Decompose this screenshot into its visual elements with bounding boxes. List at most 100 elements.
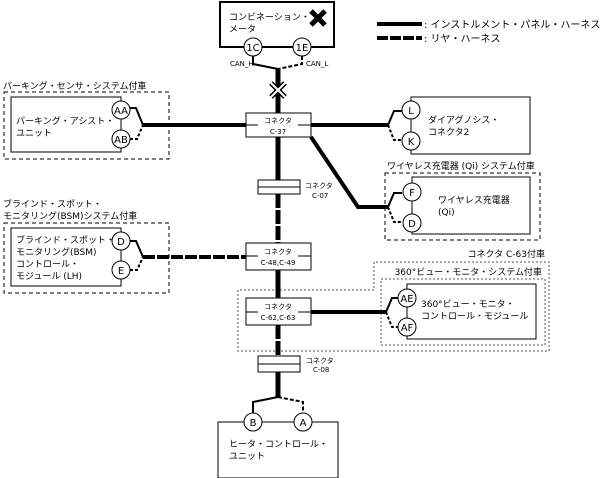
c63-group-border [237, 261, 550, 352]
parking-pin-aa [111, 100, 131, 120]
wire-heater-b [252, 396, 279, 414]
avm-pin-af-label: AF [401, 323, 414, 334]
combination-meter: コンビネーション・ メータ 1C 1E CAN_H CAN_L [219, 1, 335, 68]
c37-title: コネクタ [264, 116, 292, 125]
c62-title: コネクタ [264, 302, 292, 311]
parking-sensor-group: パーキング・センサ・システム付車 パーキング・アシスト・ ユニット AA AB [3, 80, 170, 160]
bsm-unit-box [10, 227, 122, 287]
wire-c37-to-wireless [309, 135, 388, 209]
parking-group-label: パーキング・センサ・システム付車 [3, 80, 146, 92]
connector-c48-c49: コネクタ C-48,C-49 [245, 242, 312, 271]
avm-unit-line2: コントロール・モジュール [421, 312, 528, 322]
wire-diag-k [387, 124, 402, 141]
avm-pin-ae-label: AE [400, 294, 413, 305]
wireless-group-border [384, 172, 541, 241]
wireless-charger-group: ワイヤレス充電器 (Qi) システム付車 ワイヤレス充電器 (Qi) F D [384, 160, 541, 241]
c48-title: コネクタ [264, 247, 292, 256]
avm-unit-box [406, 283, 537, 340]
c37-id: C-37 [270, 128, 286, 136]
c63-group: コネクタ C-63付車 360°ビュー・モニタ・システム付車 [237, 248, 550, 352]
wireless-pin-d [402, 213, 422, 233]
wireless-unit-box [411, 176, 531, 235]
wire-avm-af [385, 311, 398, 328]
wireless-pin-f-label: F [409, 188, 415, 199]
c08-id: C-08 [313, 366, 329, 374]
c07-title: コネクタ [305, 181, 333, 190]
wire-wireless-f [387, 192, 402, 208]
diag-unit-box [410, 96, 531, 155]
bsm-unit-line2: モニタリング(BSM) [16, 246, 97, 258]
avm-module: 360°ビュー・モニタ・ コントロール・モジュール AE AF [397, 283, 537, 340]
wire-parking-aa [130, 107, 144, 126]
wire-diag-l [387, 110, 402, 126]
bsm-group-line2: モニタリング(BSM)システム付車 [3, 210, 137, 222]
c62-id: C-62,C-63 [261, 314, 296, 322]
heater-unit-box [217, 421, 339, 478]
bsm-pin-e-label: E [118, 266, 124, 277]
bsm-pin-d-label: D [117, 237, 125, 248]
avm-unit-line1: 360°ビュー・モニタ・ [421, 299, 515, 310]
bsm-unit-line1: ブラインド・スポット・ [16, 234, 115, 246]
meter-pin-1c-label: 1C [246, 43, 259, 54]
diag-pin-k [401, 131, 421, 151]
wireless-pin-f [402, 182, 422, 202]
c63-group-label: コネクタ C-63付車 [468, 248, 546, 260]
wire-avm-ae [385, 297, 398, 313]
c08-title: コネクタ [306, 356, 334, 365]
wireless-pin-d-label: D [408, 219, 416, 230]
parking-unit-line1: パーキング・アシスト・ [16, 115, 114, 127]
wire-bsm-d [130, 240, 144, 258]
connector-c08: コネクタ C-08 [257, 355, 334, 374]
heater-pin-b [243, 412, 263, 432]
heater-pin-a [293, 412, 313, 432]
wireless-unit-line1: ワイヤレス充電器 [438, 194, 510, 206]
legend: : インストルメント・パネル・ハーネス : リヤ・ハーネス [377, 19, 600, 45]
parking-pin-aa-label: AA [114, 106, 128, 117]
parking-assist-unit-box [10, 96, 122, 153]
open-circuit-x-icon [269, 81, 287, 99]
heater-unit-line2: ユニット [229, 452, 265, 462]
wire-can-l-meter [277, 56, 303, 70]
heater-unit-line1: ヒータ・コントロール・ [229, 439, 328, 450]
wire-heater-a [277, 396, 304, 414]
legend-solid-label: : インストルメント・パネル・ハーネス [424, 19, 600, 31]
avm-group-label: 360°ビュー・モニタ・システム付車 [395, 266, 542, 278]
diag-pin-l-label: L [408, 106, 414, 117]
bsm-unit-line4: モジュール (LH) [16, 272, 82, 282]
bsm-group: ブラインド・スポット・ モニタリング(BSM)システム付車 ブラインド・スポット… [3, 198, 170, 294]
diag-unit-line1: ダイアグノシス・ [428, 114, 499, 126]
meter-pin-1e-label: 1E [296, 43, 309, 54]
meter-label-line1: コンビネーション・ [229, 12, 310, 23]
can-l-label: CAN_L [306, 60, 328, 68]
diag-pin-k-label: K [408, 137, 415, 148]
connector-c07: コネクタ C-07 [257, 179, 333, 200]
avm-group-border [380, 278, 546, 346]
parking-pin-ab-label: AB [114, 135, 128, 146]
c07-id: C-07 [312, 192, 328, 200]
wire-bsm-e [130, 256, 144, 271]
diagnosis-connector: ダイアグノシス・ コネクタ2 L K [401, 96, 531, 155]
avm-pin-af [397, 317, 417, 337]
diag-unit-line2: コネクタ2 [428, 127, 469, 138]
meter-label-line2: メータ [229, 24, 256, 35]
diag-pin-l [401, 100, 421, 120]
heater-pin-a-label: A [300, 418, 307, 429]
c48-id: C-48,C-49 [261, 259, 296, 267]
avm-pin-ae [397, 288, 417, 308]
connector-c37: コネクタ C-37 [245, 112, 312, 138]
bsm-group-line1: ブラインド・スポット・ [3, 198, 102, 210]
bsm-unit-line3: コントロール・ [16, 260, 79, 270]
connector-c62-c63: コネクタ C-62,C-63 [245, 297, 312, 326]
legend-dashed-label: : リヤ・ハーネス [424, 33, 501, 45]
wire-wireless-d [387, 206, 402, 223]
can-h-label: CAN_H [230, 60, 254, 68]
heater-pin-b-label: B [250, 418, 257, 429]
wireless-unit-line2: (Qi) [438, 208, 455, 218]
fault-x-icon [309, 9, 327, 27]
wire-can-h-meter [252, 56, 279, 70]
wireless-group-label: ワイヤレス充電器 (Qi) システム付車 [387, 160, 535, 172]
wire-parking-ab [130, 124, 144, 140]
heater-control-unit: ヒータ・コントロール・ ユニット B A [217, 412, 339, 478]
parking-unit-line2: ユニット [16, 129, 52, 139]
